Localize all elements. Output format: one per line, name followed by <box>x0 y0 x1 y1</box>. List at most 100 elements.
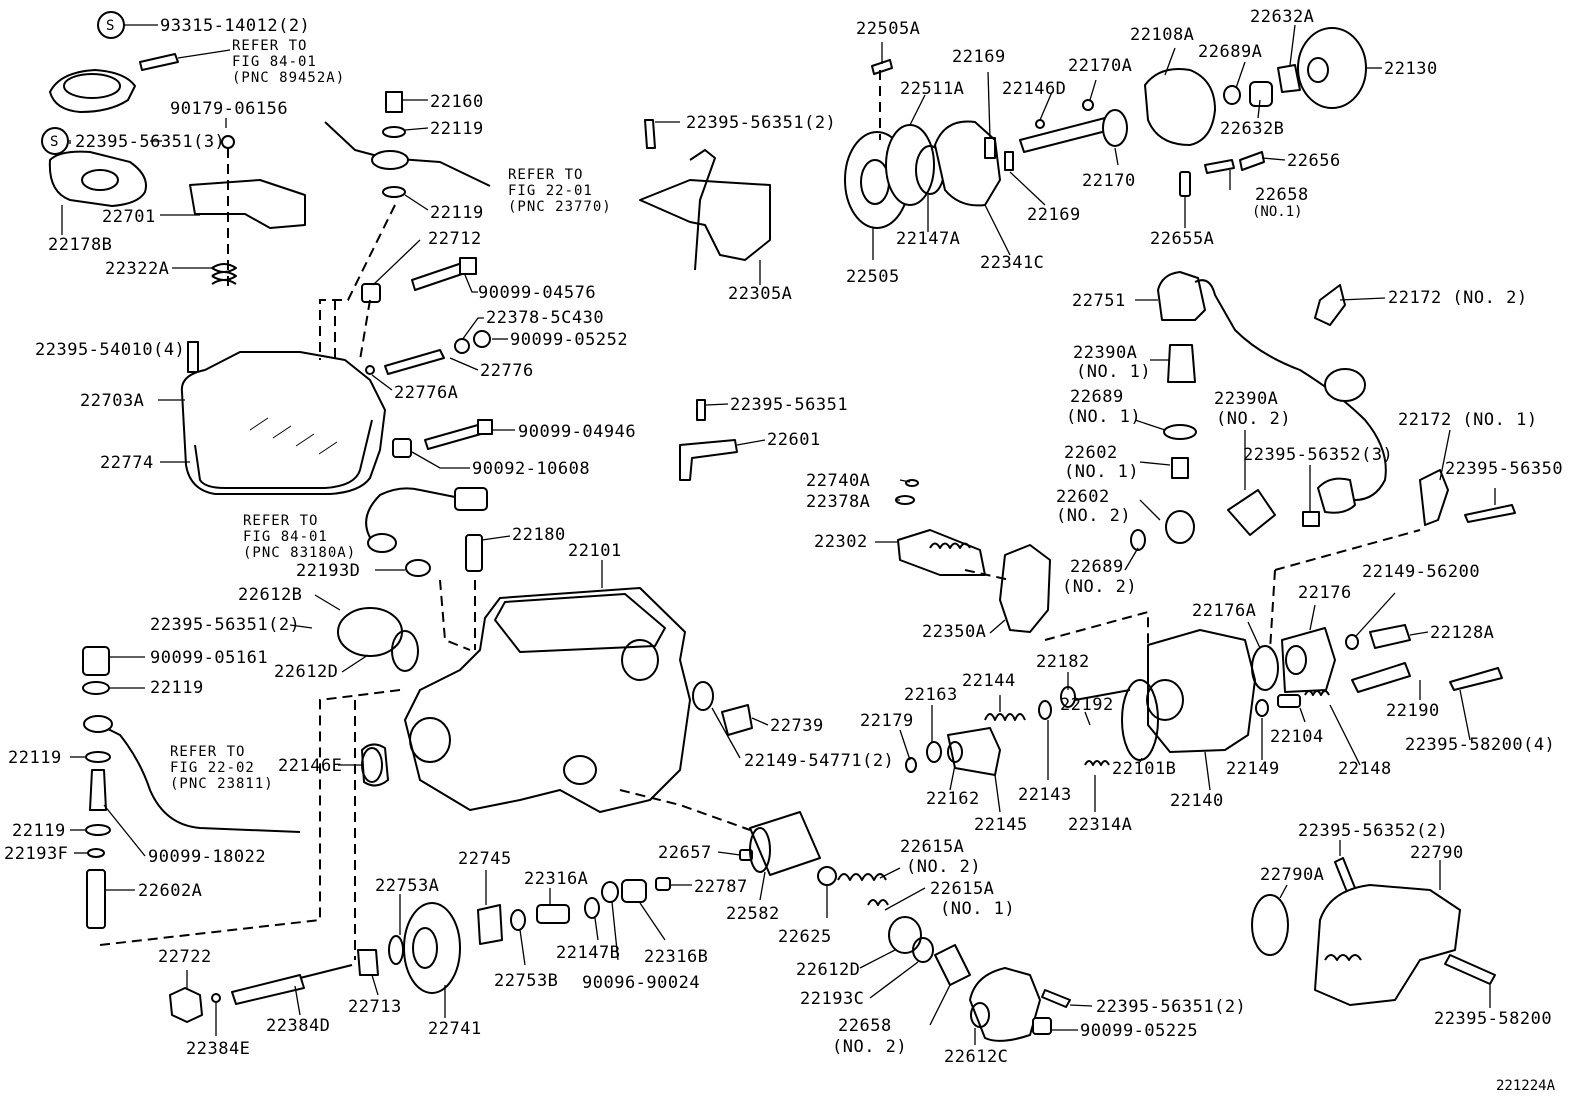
label-22582: 22582 <box>726 904 780 924</box>
label-refer-8401-top-fig: FIG 84-01 <box>232 54 317 70</box>
bolt-22395-56351-mid <box>696 399 706 421</box>
piston-22582 <box>749 811 821 876</box>
lever-22701 <box>189 179 306 229</box>
cover-22612c <box>969 967 1041 1042</box>
label-22689-no1-sub: (NO. 1) <box>1066 407 1141 427</box>
label-22322A: 22322A <box>105 259 169 279</box>
pin-22146d <box>1035 119 1045 129</box>
spring-22302 <box>929 542 971 549</box>
bolt-22395-56352-2 <box>1334 857 1356 893</box>
lever-22302 <box>897 529 986 576</box>
label-93315-14012: 93315-14012(2) <box>160 16 310 36</box>
ring-22378a <box>895 495 915 505</box>
switch-top <box>63 73 121 99</box>
label-22741: 22741 <box>428 1019 482 1039</box>
label-22612D-a: 22612D <box>274 662 338 682</box>
bolt-90099-18022 <box>89 769 107 811</box>
s-mark-1: S <box>106 18 114 34</box>
label-22632B: 22632B <box>1220 119 1284 139</box>
label-22119-b: 22119 <box>430 203 484 223</box>
bushing-22146e <box>361 743 389 787</box>
label-22602A: 22602A <box>138 881 202 901</box>
label-22739: 22739 <box>770 716 824 736</box>
oring-22790a <box>1251 894 1289 956</box>
label-22790: 22790 <box>1410 843 1464 863</box>
piston-face <box>749 827 771 873</box>
label-22162: 22162 <box>926 789 980 809</box>
label-22753A: 22753A <box>375 876 439 896</box>
bolt-head-04946 <box>477 419 493 435</box>
bolt-22395-56350 <box>1464 504 1516 523</box>
label-22148: 22148 <box>1338 759 1392 779</box>
label-22689-no2-sub: (NO. 2) <box>1062 577 1137 597</box>
label-refer-8401-mid: REFER TO <box>243 513 318 529</box>
label-22101B: 22101B <box>1112 759 1176 779</box>
label-22395-56351-3: 22395-56351(3) <box>75 132 225 152</box>
label-90099-05225: 90099-05225 <box>1080 1021 1198 1041</box>
label-22143: 22143 <box>1018 785 1072 805</box>
ring-22740a <box>905 479 919 487</box>
sensor-wire <box>365 487 456 546</box>
washer-22119-c <box>82 681 110 695</box>
label-refer-2201: REFER TO <box>508 167 583 183</box>
pump-housing-22101 <box>404 587 691 813</box>
pin-22384d <box>299 964 353 979</box>
label-22689A: 22689A <box>1198 42 1262 62</box>
vacuum-pump-22790 <box>1314 884 1461 1006</box>
label-22612C: 22612C <box>944 1047 1008 1067</box>
label-22193D: 22193D <box>296 561 360 581</box>
screw-22776 <box>384 349 445 375</box>
gasket-22169-b <box>1004 151 1014 171</box>
bracket-22601 <box>679 439 738 481</box>
washer-22119-d <box>85 751 111 763</box>
label-22745: 22745 <box>458 849 512 869</box>
sleeve-22316b <box>621 879 647 903</box>
label-22615A-no1-sub: (NO. 1) <box>940 899 1015 919</box>
label-22602-no1-sub: (NO. 1) <box>1064 462 1139 482</box>
label-22701: 22701 <box>102 207 156 227</box>
washer-22689-no1 <box>1163 424 1197 440</box>
label-22163: 22163 <box>904 685 958 705</box>
sleeve-22316a <box>536 904 570 924</box>
label-22149-54771-2: 22149-54771(2) <box>744 751 894 771</box>
pipe-eye <box>371 150 409 170</box>
housing-bore-1 <box>409 717 451 763</box>
washer-22119-e <box>85 824 111 836</box>
label-22602-no2-sub: (NO. 2) <box>1056 506 1131 526</box>
label-22395-56351-2c: 22395-56351(2) <box>1096 997 1246 1017</box>
label-22149: 22149 <box>1226 759 1280 779</box>
switch-screw <box>139 53 179 71</box>
label-22602-no1: 22602 <box>1064 443 1118 463</box>
solenoid-22751 <box>1157 271 1206 321</box>
label-refer-2201-fig: FIG 22-01 <box>508 183 593 199</box>
oring-22193c <box>912 937 934 963</box>
ring-22625 <box>817 866 837 886</box>
label-22656: 22656 <box>1287 151 1341 171</box>
pipe-fig2202 <box>99 724 301 833</box>
housing-bore-2 <box>621 639 659 681</box>
label-22169-a: 22169 <box>952 47 1006 67</box>
washer-22163 <box>926 741 942 763</box>
label-22145: 22145 <box>974 815 1028 835</box>
bolt-22395-58200-4 <box>1449 667 1503 691</box>
governor-housing-22140 <box>1147 629 1256 753</box>
nut-90099-05252 <box>473 330 491 348</box>
ball-22776a <box>365 365 375 375</box>
cover-ribs <box>249 417 338 455</box>
label-22740A: 22740A <box>806 471 870 491</box>
ring-22143 <box>1038 700 1052 720</box>
label-refer-8401-mid-fig: FIG 84-01 <box>243 529 328 545</box>
gasket-22612d-a <box>391 630 419 672</box>
label-22395-58200: 22395-58200 <box>1434 1009 1552 1029</box>
spring-22144 <box>984 713 1026 721</box>
oring-22193d <box>405 559 431 577</box>
bolt-22395-56351-top <box>644 119 656 149</box>
plate-22713 <box>357 949 379 976</box>
label-90099-04946: 90099-04946 <box>518 422 636 442</box>
label-22395-56351: 22395-56351 <box>730 395 848 415</box>
housing-22140-bore <box>1146 679 1184 721</box>
dog-22632a <box>1277 64 1301 93</box>
washer-22119-b <box>382 186 406 198</box>
label-22776: 22776 <box>480 361 534 381</box>
label-90099-04576: 90099-04576 <box>478 283 596 303</box>
